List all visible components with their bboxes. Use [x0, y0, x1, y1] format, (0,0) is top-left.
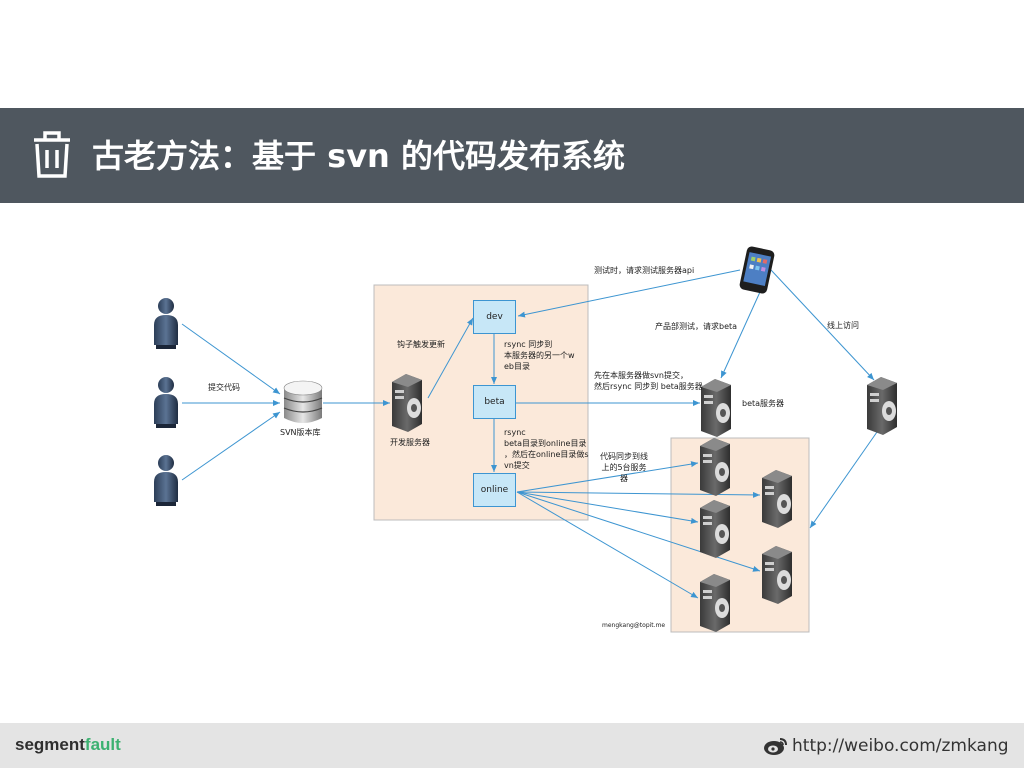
online-servers-region	[670, 437, 810, 633]
developer-icon	[154, 377, 178, 428]
rsync-beta-online-note: rsync beta目录到online目录 ，然后在online目录做s vn提…	[504, 428, 589, 470]
online-access-label: 线上访问	[827, 321, 859, 330]
svn-commit-note: 先在本服务器做svn提交， 然后rsync 同步到 beta服务器	[594, 371, 703, 391]
beta-box: beta	[473, 385, 516, 419]
server-icon	[700, 574, 730, 632]
server-icon	[701, 379, 731, 437]
server-icon	[762, 546, 792, 604]
database-icon	[283, 380, 323, 423]
weibo-icon	[764, 738, 787, 755]
sync-online-note: 代码同步到线 上的5台服务 器	[600, 452, 648, 483]
trash-icon	[34, 131, 70, 178]
mobile-phone-icon	[739, 246, 775, 294]
server-icon	[867, 377, 897, 435]
svn-repo-label: SVN版本库	[280, 428, 321, 437]
page-title: 古老方法：基于 svn 的代码发布系统	[92, 137, 625, 175]
dev-server-label: 开发服务器	[390, 438, 430, 447]
rsync-dev-beta-note: rsync 同步到 本服务器的另一个w eb目录	[504, 340, 575, 371]
developer-icon	[154, 455, 178, 506]
product-test-label: 产品部测试，请求beta	[655, 322, 738, 331]
online-box: online	[473, 473, 516, 507]
title-bar	[0, 108, 1024, 203]
segmentfault-logo: segmentfault	[15, 735, 121, 754]
dev-box: dev	[473, 300, 516, 334]
server-icon	[392, 374, 422, 432]
server-icon	[700, 500, 730, 558]
server-icon	[700, 438, 730, 496]
watermark: mengkang@topit.me	[602, 622, 666, 629]
test-api-label: 测试时，请求测试服务器api	[594, 266, 695, 275]
server-icon	[762, 470, 792, 528]
commit-label: 提交代码	[208, 383, 240, 392]
beta-server-label: beta服务器	[742, 399, 785, 408]
developer-icon	[154, 298, 178, 349]
weibo-link[interactable]: http://weibo.com/zmkang	[792, 736, 1009, 756]
footer	[0, 723, 1024, 768]
hook-label: 钩子触发更新	[397, 340, 445, 349]
